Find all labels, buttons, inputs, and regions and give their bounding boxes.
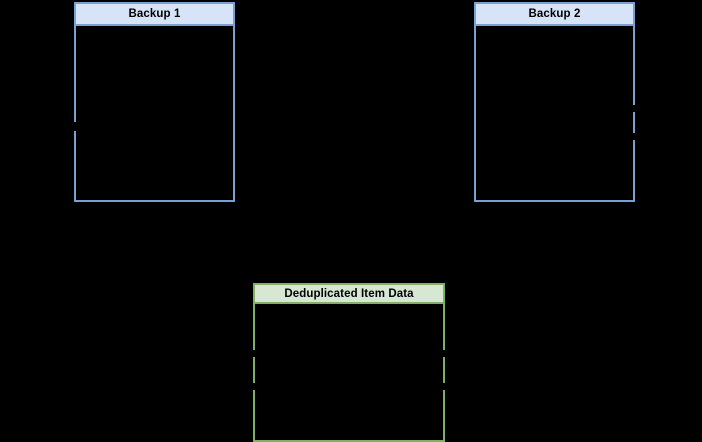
node-dedup-notch-right-upper — [441, 350, 445, 357]
node-backup-2[interactable]: Backup 2 — [474, 2, 635, 202]
node-backup-1-title: Backup 1 — [128, 8, 181, 20]
node-backup-2-title: Backup 2 — [528, 8, 581, 20]
node-backup-2-header: Backup 2 — [474, 2, 635, 26]
node-dedup-notch-right-lower — [441, 383, 445, 390]
node-backup-2-body — [474, 26, 635, 202]
node-dedup-notch-left-lower — [253, 383, 257, 390]
node-backup-1-header: Backup 1 — [74, 2, 235, 26]
node-backup-2-notch-right-upper — [631, 105, 635, 112]
node-deduplicated-item-data-body — [253, 304, 445, 442]
node-backup-2-notch-right-lower — [631, 133, 635, 140]
node-deduplicated-item-data[interactable]: Deduplicated Item Data — [253, 283, 445, 442]
node-dedup-notch-left-upper — [253, 350, 257, 357]
node-deduplicated-item-data-title: Deduplicated Item Data — [284, 287, 414, 300]
node-backup-1[interactable]: Backup 1 — [74, 2, 235, 202]
node-deduplicated-item-data-header: Deduplicated Item Data — [253, 283, 445, 304]
node-backup-1-notch-left — [74, 122, 78, 131]
node-backup-1-body — [74, 26, 235, 202]
